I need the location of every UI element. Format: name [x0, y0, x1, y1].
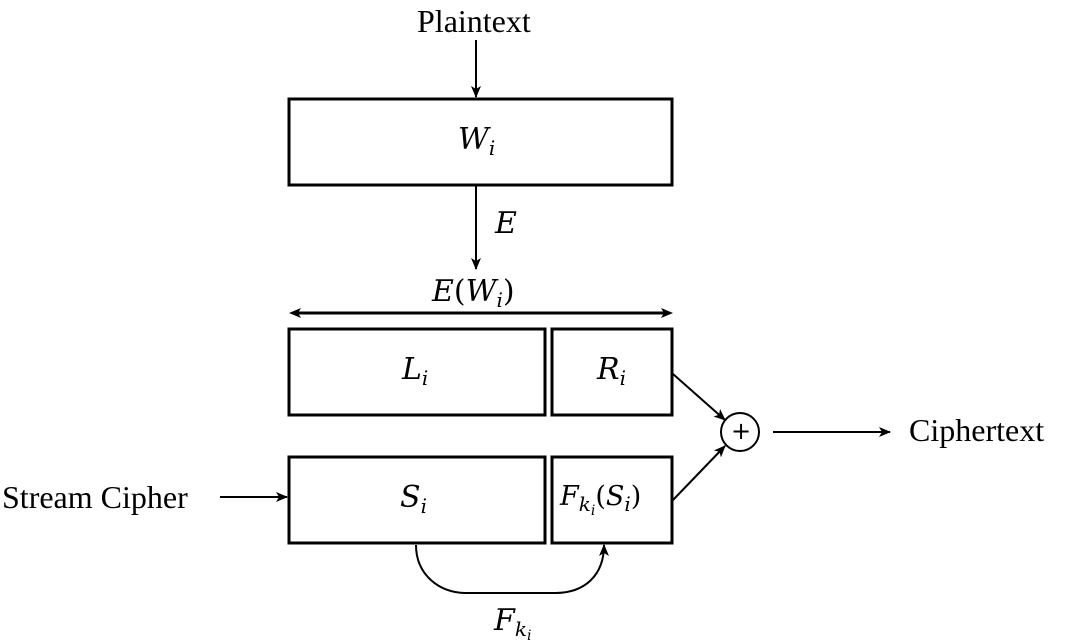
e-w-span-right-head: [661, 308, 673, 318]
l-box: [287, 327, 547, 417]
r-to-xor-arrow: [672, 373, 726, 421]
w-box: [287, 97, 674, 187]
plaintext-label: Plaintext: [417, 3, 531, 39]
ciphertext-label: Ciphertext: [909, 412, 1045, 448]
f-box: [550, 455, 674, 545]
f-ki-curve-label: Fki: [494, 603, 532, 644]
xor-circle: [720, 412, 760, 452]
w-i-label: Wi: [458, 122, 496, 160]
l-i-label: Li: [402, 352, 429, 390]
f-ki-s-i-label: Fki(Si): [560, 481, 642, 519]
xor-symbol: +: [731, 417, 752, 445]
e-w-span-left-head: [289, 308, 301, 318]
stream-cipher-label: Stream Cipher: [2, 479, 188, 515]
r-box: [550, 327, 674, 417]
e-arrow-label: E: [495, 206, 517, 241]
f-to-xor-arrow: [672, 445, 726, 501]
r-i-label: Ri: [597, 352, 626, 390]
s-i-label: Si: [400, 480, 427, 518]
e-w-label: E(Wi): [432, 274, 515, 312]
f-curve-arrow: [415, 544, 609, 594]
s-box: [287, 455, 547, 545]
